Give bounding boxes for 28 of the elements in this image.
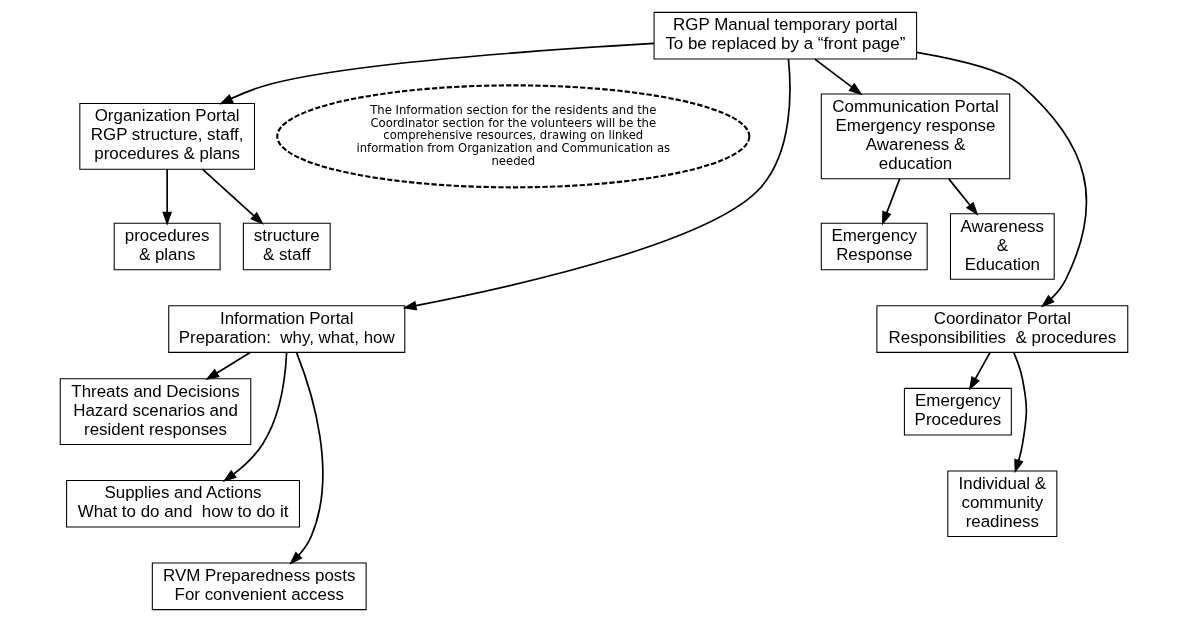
node-box: Emergency Procedures bbox=[903, 387, 1012, 436]
arrow bbox=[915, 51, 1087, 308]
node-box: Emergency Response bbox=[820, 222, 928, 271]
node-box: Supplies and Actions What to do and how to do it bbox=[65, 479, 300, 528]
node-ellipse: The Information section for the residents and the Coordinator section for the volunteers will be the comprehensive resources, drawing on linked information from Organization and Communication as needed bbox=[275, 84, 750, 189]
arrow bbox=[204, 351, 251, 381]
arrow bbox=[201, 168, 264, 225]
node-box: Individual & community readiness bbox=[946, 470, 1057, 538]
arrow bbox=[402, 58, 791, 311]
node-box: Threats and Decisions Hazard scenarios and resident responses bbox=[59, 378, 251, 445]
node-box: RVM Preparedness posts For convenient access bbox=[151, 562, 367, 611]
node-box: Organization Portal RGP structure, staff, procedures & plans bbox=[78, 103, 255, 170]
node-box: procedures & plans bbox=[113, 222, 221, 271]
arrow bbox=[288, 351, 324, 565]
arrow bbox=[947, 178, 978, 216]
arrow bbox=[813, 58, 863, 96]
node-box: Communication Portal Emergency response Awareness & education bbox=[820, 93, 1010, 180]
arrow bbox=[218, 42, 655, 105]
arrow bbox=[881, 178, 901, 226]
node-box: structure & staff bbox=[242, 222, 331, 271]
node-box: RGP Manual temporary portal To be replaced by a “front page” bbox=[653, 11, 917, 60]
node-box: Coordinator Portal Responsibilities & procedures bbox=[875, 305, 1128, 353]
arrow bbox=[968, 351, 991, 391]
arrow bbox=[161, 168, 172, 226]
arrow bbox=[222, 351, 287, 482]
node-box: Information Portal Preparation: why, what, how bbox=[167, 305, 405, 353]
node-box: Awareness & Education bbox=[949, 213, 1055, 280]
arrow bbox=[1012, 352, 1027, 474]
